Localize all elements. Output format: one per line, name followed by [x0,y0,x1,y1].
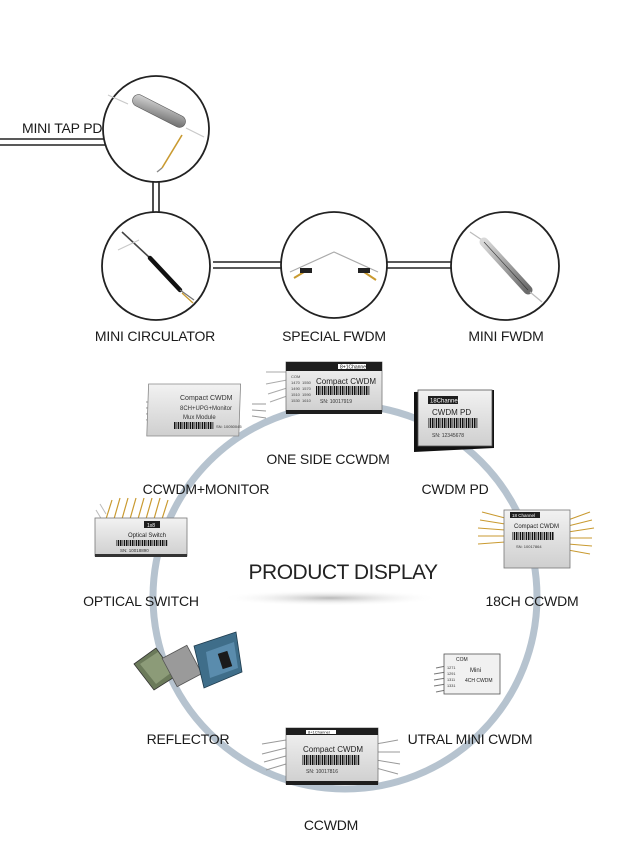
optical-switch-header: 1x8 [147,523,155,529]
title-shadow [220,590,440,606]
label-18ch-ccwdm: 18CH CCWDM [485,593,579,609]
reflector-image [133,631,243,691]
one-side-ccwdm-port-r0: 1550 [302,380,312,385]
ccwdm-monitor-line3: Mux Module [183,415,216,421]
ultral-mini-port-3: 1331 [447,684,455,688]
label-cwdm-pd: CWDM PD [421,481,489,497]
label-mini-circulator: MINI CIRCULATOR [94,328,216,344]
ch18-ccwdm-name: Compact CWDM [514,524,559,530]
one-side-ccwdm-sn: SN: 10017919 [320,399,352,405]
ultral-mini-port-1: 1291 [447,672,455,676]
ccwdm-monitor-sn: SN: 10050045 [216,424,242,429]
label-one-side-ccwdm: ONE SIDE CCWDM [266,451,390,467]
cwdm-pd-header: 18Channel [430,399,459,405]
ccwdm-monitor-name: Compact CWDM [180,395,233,402]
one-side-ccwdm-port-r3: 1610 [302,398,312,403]
one-side-ccwdm-port-1: 1470 [291,380,301,385]
top-connector-lines [0,138,453,269]
ultral-mini-port-2: 1311 [447,678,455,682]
one-side-ccwdm-port-0: COM [291,374,300,379]
ultral-mini-line1: COM [456,657,468,663]
mini-fwdm-image [450,211,560,321]
label-mini-tap-pd: MINI TAP PD [22,120,103,136]
ccwdm-image: 8+1Channel Compact CWDM SN: 10017816 [261,727,401,785]
one-side-ccwdm-image: 8+1Channel Compact CWDM SN: 10017919 COM… [265,361,383,414]
cwdm-pd-sn: SN: 12345678 [432,433,464,439]
ccwdm-header: 8+1Channel [308,730,330,735]
label-mini-fwdm: MINI FWDM [468,328,544,344]
ccwdm-monitor-line2: 8CH+UPG+Monitor [180,406,232,412]
one-side-ccwdm-port-3: 1510 [291,392,301,397]
label-reflector: REFLECTOR [146,731,230,747]
cwdm-pd-image: 18Channel CWDM PD SN: 12345678 [414,389,494,452]
one-side-ccwdm-name: Compact CWDM [316,377,376,386]
one-side-ccwdm-port-4: 1530 [291,398,301,403]
optical-switch-image: 1x8 Optical Switch SN: 10018890 [94,497,188,557]
ultral-mini-cwdm-image: COM Mini 4CH CWDM 1271 1291 1311 1331 [433,653,501,695]
mini-tap-pd-image [102,75,210,183]
ultral-mini-port-0: 1271 [447,666,455,670]
mini-circulator-image [101,211,211,321]
special-fwdm-image [280,211,388,319]
ccwdm-sn: SN: 10017816 [306,769,338,775]
optical-switch-name: Optical Switch [128,533,166,539]
page-title: PRODUCT DISPLAY [248,561,438,584]
one-side-ccwdm-port-r1: 1570 [302,386,312,391]
ch18-ccwdm-image: 18 Channel Compact CWDM SN: 10017864 [477,509,595,569]
ch18-ccwdm-sn: SN: 10017864 [516,544,542,549]
optical-switch-sn: SN: 10018890 [120,548,149,553]
label-ccwdm-monitor: CCWDM+MONITOR [142,481,270,497]
one-side-ccwdm-port-r2: 1590 [302,392,312,397]
ultral-mini-line2: Mini [470,668,481,674]
one-side-ccwdm-port-2: 1490 [291,386,301,391]
label-utral-mini-cwdm: UTRAL MINI CWDM [407,731,533,747]
ultral-mini-line3: 4CH CWDM [465,678,493,684]
ccwdm-monitor-image: Compact CWDM 8CH+UPG+Monitor Mux Module … [145,383,267,437]
ccwdm-name: Compact CWDM [303,745,363,754]
one-side-ccwdm-header: 8+1Channel [340,365,367,371]
cwdm-pd-name: CWDM PD [432,408,471,417]
label-ccwdm: CCWDM [303,817,359,833]
label-optical-switch: OPTICAL SWITCH [83,593,199,609]
ch18-ccwdm-header: 18 Channel [512,513,535,518]
label-special-fwdm: SPECIAL FWDM [282,328,386,344]
